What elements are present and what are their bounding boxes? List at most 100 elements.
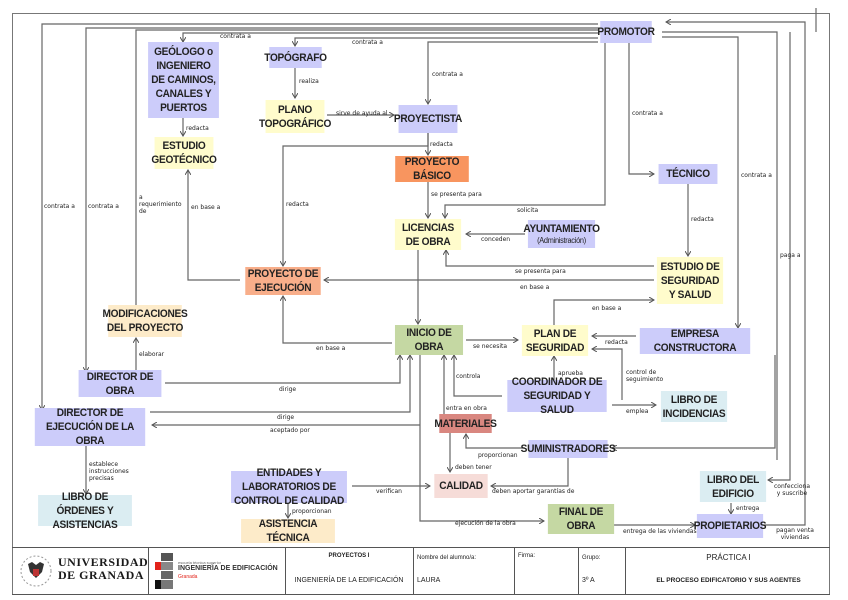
node-proyecto-ejecucion[interactable]: PROYECTO DE EJECUCIÓN [245,267,321,295]
node-inicio-obra-label: INICIO DE OBRA [406,327,452,353]
label-se-presenta-basico: se presenta para [431,191,482,198]
node-materiales-label: MATERIALES [434,417,497,430]
label-en-base-plan: en base a [592,305,622,312]
label-verifican: verifican [376,488,402,495]
edge-confecciona [768,32,791,480]
practice-cell: PRÁCTICA I EL PROCESO EDIFICATORIO Y SUS… [625,548,830,594]
node-estudio-seguridad-label: ESTUDIO DE SEGURIDAD Y SALUD [660,260,720,301]
node-director-obra-label: DIRECTOR DE OBRA [86,370,154,397]
student-value[interactable]: LAURA [417,577,441,584]
label-dirige-obra: dirige [279,386,297,393]
course-value: INGENIERÍA DE LA EDIFICACIÓN [294,577,404,584]
node-calidad[interactable]: CALIDAD [434,474,488,498]
node-modificaciones[interactable]: MODIFICACIONES DEL PROYECTO [103,305,188,337]
node-proyectista[interactable]: PROYECTISTA [394,105,462,133]
label-contrata-empresa: contrata a [741,172,772,179]
node-ayuntamiento[interactable]: AYUNTAMIENTO(Administración) [523,220,600,248]
university-name: UNIVERSIDAD DE GRANADA [58,556,148,582]
label-en-base-ess: en base a [520,284,550,291]
edge-promotor-topografo [295,37,598,46]
signature-label: Firma: [518,553,535,559]
label-proporcionan-asist: proporcionan [292,508,332,515]
node-estudio-geo-label: ESTUDIO GEOTÉCNICO [151,140,217,166]
node-topografo-label: TOPÓGRAFO [264,51,327,64]
label-redacta-plan: redacta [605,339,628,346]
node-promotor[interactable]: PROMOTOR [597,21,655,43]
node-estudio-seguridad[interactable]: ESTUDIO DE SEGURIDAD Y SALUD [656,257,724,304]
node-plan-seguridad[interactable]: PLAN DE SEGURIDAD [521,325,589,356]
node-asistencia-label: ASISTENCIA TÉCNICA [258,518,318,544]
node-plano-label: PLANO TOPOGRÁFICO [258,103,332,130]
node-libro-incidencias-label: LIBRO DE INCIDENCIAS [662,393,726,420]
edge-promotor-dir-obra [86,27,598,372]
node-estudio-geotecnico[interactable]: ESTUDIO GEOTÉCNICO [151,137,217,169]
university-crest-icon [20,555,52,587]
node-tecnico[interactable]: TÉCNICO [658,164,718,184]
node-asistencia-tecnica[interactable]: ASISTENCIA TÉCNICA [241,518,335,544]
node-suministradores-label: SUMINISTRADORES [520,443,616,455]
label-solicita: solicita [517,207,539,214]
node-proyectista-label: PROYECTISTA [393,113,463,125]
node-plano-topografico[interactable]: PLANO TOPOGRÁFICO [259,100,331,133]
school-city: Granada [178,574,198,580]
university-cell: UNIVERSIDAD DE GRANADA [12,548,148,594]
edge-control-seguimiento [592,349,623,400]
edge-promotor-empresa [662,36,738,328]
node-propietarios-label: PROPIETARIOS [693,520,767,532]
node-proyecto-basico-label: PROYECTO BÁSICO [404,156,460,182]
node-entidades[interactable]: ENTIDADES Y LABORATORIOS DE CONTROL DE C… [231,467,347,507]
node-director-obra[interactable]: DIRECTOR DE OBRA [78,370,162,397]
node-materiales[interactable]: MATERIALES [434,414,497,433]
edge-promotor-solicita [445,43,606,218]
node-geologo[interactable]: GEÓLOGO o INGENIERO DE CAMINOS, CANALES … [148,42,219,118]
label-control-seguimiento: control de seguimiento [626,369,664,383]
label-ejecucion-obra: ejecución de la obra [455,520,516,527]
edge-dirige-obra [165,355,400,384]
node-plan-seguridad-label: PLAN DE SEGURIDAD [525,327,585,354]
node-libro-ordenes[interactable]: LIBRO DE ÓRDENES Y ASISTENCIAS [38,491,132,531]
node-empresa-constructora[interactable]: EMPRESA CONSTRUCTORA [639,328,751,354]
label-contrata-dir-obra: contrata a [88,203,119,210]
node-licencias[interactable]: LICENCIAS DE OBRA [394,219,462,250]
label-realiza: realiza [299,78,319,85]
label-se-presenta-ess: se presenta para [515,268,566,275]
node-suministradores[interactable]: SUMINISTRADORES [521,440,616,458]
node-proyecto-basico[interactable]: PROYECTO BÁSICO [395,156,469,182]
edge-promotor-proyectista [428,41,598,104]
node-topografo[interactable]: TOPÓGRAFO [264,47,327,68]
edge-promotor-geologo [183,32,598,42]
label-entrega: entrega [736,505,760,512]
label-pagan-venta: pagan venta viviendas [776,527,814,541]
node-promotor-label: PROMOTOR [597,26,655,38]
label-sirve-ayuda: sirve de ayuda al [336,110,388,117]
node-director-ejecucion[interactable]: DIRECTOR DE EJECUCIÓN DE LA OBRA [34,407,146,447]
node-coordinador[interactable]: COORDINADOR DE SEGURIDAD Y SALUD [507,376,607,416]
node-geologo-label: GEÓLOGO o INGENIERO DE CAMINOS, CANALES … [151,46,216,114]
node-licencias-label: LICENCIAS DE OBRA [401,221,455,248]
label-emplea: emplea [626,408,649,415]
student-cell: Nombre del alumno/a: LAURA [413,548,514,594]
node-propietarios[interactable]: PROPIETARIOS [693,514,767,538]
title-block: UNIVERSIDAD DE GRANADA escuela técnica s… [12,547,830,595]
group-value[interactable]: 3º A [582,577,595,584]
edge-paga [662,31,778,460]
node-libro-edificio[interactable]: LIBRO DEL EDIFICIO [699,471,767,502]
edge-en-base-plan [553,300,654,326]
node-ayuntamiento-label: AYUNTAMIENTO [523,223,600,235]
edge-se-presenta-ess [446,250,654,267]
edge-promotor-modif [135,29,598,305]
label-redacta-ess: redacta [691,216,714,223]
node-final-obra[interactable]: FINAL DE OBRA [547,504,615,534]
label-confecciona: confecciona y suscribe [774,483,810,497]
node-libro-incidencias[interactable]: LIBRO DE INCIDENCIAS [660,391,728,422]
school-name: INGENIERÍA DE EDIFICACIÓN [178,565,278,572]
edge-dirige-ejec [150,355,410,413]
university-line1: UNIVERSIDAD [58,555,149,569]
node-inicio-obra[interactable]: INICIO DE OBRA [394,325,464,355]
group-cell: Grupo: 3º A [578,548,625,594]
label-requerimiento: a requerimiento de [139,194,182,215]
signature-cell: Firma: [514,548,578,594]
node-calidad-label: CALIDAD [439,480,483,492]
edge-en-base-geo [188,170,240,281]
